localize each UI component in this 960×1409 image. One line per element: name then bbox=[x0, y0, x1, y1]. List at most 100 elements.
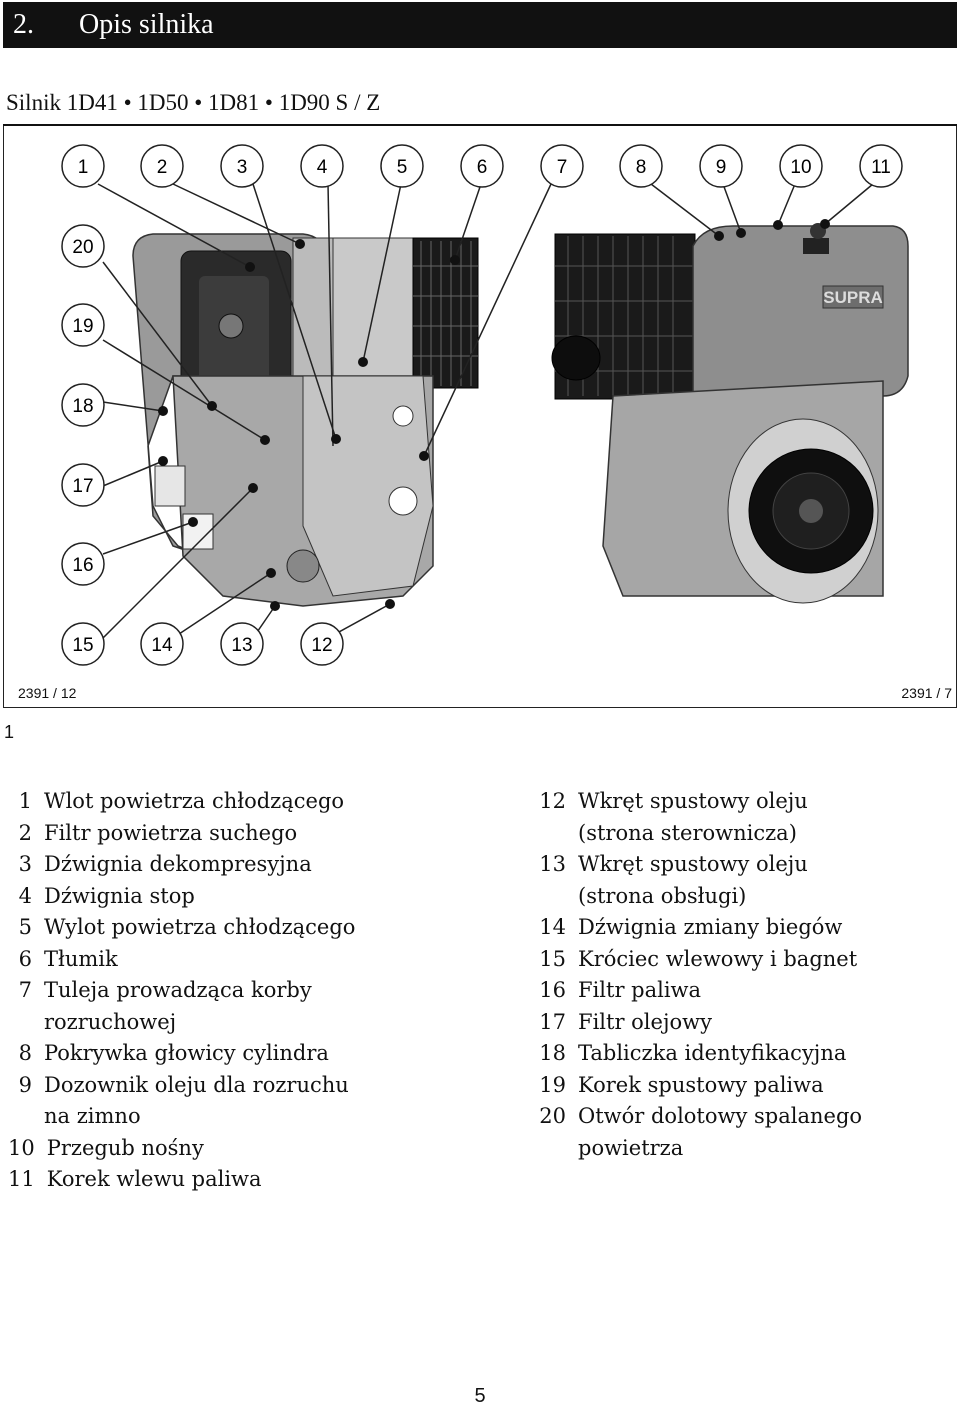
legend-item-text: Otwór dolotowy spalanego powietrza bbox=[578, 1104, 863, 1160]
callout-2: 2 bbox=[140, 144, 184, 188]
legend-item: 15 Króciec wlewowy i bagnet bbox=[536, 944, 956, 976]
legend-item-number: 19 bbox=[539, 1072, 566, 1097]
legend-item-number: 8 bbox=[18, 1041, 32, 1065]
callout-6: 6 bbox=[460, 144, 504, 188]
page-number: 5 bbox=[474, 1385, 486, 1407]
callout-20: 20 bbox=[61, 224, 105, 268]
legend-item: 17 Filtr olejowy bbox=[536, 1007, 956, 1039]
leader-lines bbox=[97, 183, 874, 639]
engine-subtitle: Silnik 1D41 • 1D50 • 1D81 • 1D90 S / Z bbox=[6, 90, 381, 115]
legend-item-number: 6 bbox=[18, 946, 32, 971]
legend-item-number: 5 bbox=[18, 915, 32, 939]
callout-9: 9 bbox=[699, 144, 743, 188]
legend-item-text: Dźwignia stop bbox=[44, 883, 195, 908]
figure-frame bbox=[3, 126, 957, 708]
legend-item: 3 Dźwignia dekompresyjna bbox=[8, 849, 478, 881]
legend-item: 19 Korek spustowy paliwa bbox=[536, 1070, 956, 1102]
svg-text:5: 5 bbox=[397, 157, 408, 178]
callout-7: 7 bbox=[540, 144, 584, 188]
legend-item-text: Wylot powietrza chłodzącego bbox=[44, 915, 356, 939]
svg-text:1: 1 bbox=[78, 157, 89, 178]
legend-item-text: Dźwignia dekompresyjna bbox=[44, 852, 312, 876]
callout-5: 5 bbox=[380, 144, 424, 188]
legend-item-text: Wkręt spustowy oleju (strona obsługi) bbox=[578, 852, 808, 908]
svg-text:18: 18 bbox=[72, 396, 93, 417]
svg-text:12: 12 bbox=[311, 635, 332, 656]
legend-item-text: Króciec wlewowy i bagnet bbox=[578, 946, 858, 971]
legend-item: 5 Wylot powietrza chłodzącego bbox=[8, 912, 478, 944]
legend-item-text: Dozownik oleju dla rozruchu na zimno bbox=[44, 1072, 349, 1129]
svg-text:7: 7 bbox=[557, 157, 568, 178]
legend-item-number: 2 bbox=[18, 820, 32, 845]
callout-8: 8 bbox=[619, 144, 663, 188]
legend-item-number: 13 bbox=[539, 852, 566, 876]
svg-text:9: 9 bbox=[716, 157, 727, 178]
legend-item-text: Filtr paliwa bbox=[578, 978, 702, 1002]
engine-photo-right: SUPRA bbox=[551, 223, 909, 604]
svg-text:19: 19 bbox=[72, 316, 93, 337]
engine-photo-left bbox=[132, 233, 479, 607]
callout-1: 1 bbox=[61, 144, 105, 188]
figure-number: 1 bbox=[4, 722, 15, 742]
svg-text:10: 10 bbox=[790, 157, 811, 178]
callout-3: 3 bbox=[220, 144, 264, 188]
callout-11: 11 bbox=[859, 144, 903, 188]
callout-16: 16 bbox=[61, 542, 105, 586]
legend-item: 8 Pokrywka głowicy cylindra bbox=[8, 1038, 478, 1070]
section-header: 2. Opis silnika bbox=[3, 2, 957, 48]
svg-text:20: 20 bbox=[72, 237, 93, 258]
callout-14: 14 bbox=[140, 622, 184, 666]
legend-item-number: 3 bbox=[18, 852, 32, 876]
callout-4: 4 bbox=[300, 144, 344, 188]
engine-figure: SUPRA 1 bbox=[61, 144, 909, 666]
svg-text:8: 8 bbox=[636, 157, 647, 178]
svg-text:13: 13 bbox=[231, 635, 252, 656]
section-title: Opis silnika bbox=[79, 9, 214, 40]
callout-18: 18 bbox=[61, 383, 105, 427]
callout-13: 13 bbox=[220, 622, 264, 666]
legend-item-number: 4 bbox=[18, 883, 32, 908]
legend-item: 13 Wkręt spustowy oleju (strona obsługi) bbox=[536, 849, 956, 912]
svg-text:16: 16 bbox=[72, 555, 93, 576]
brand-label: SUPRA bbox=[823, 288, 883, 307]
callouts: 1 2 3 4 5 6 7 8 9 10 11 20 19 18 17 16 1… bbox=[61, 144, 903, 666]
callout-17: 17 bbox=[61, 463, 105, 507]
legend-item-text: Korek spustowy paliwa bbox=[578, 1072, 824, 1097]
legend-item-text: Korek wlewu paliwa bbox=[46, 1167, 262, 1191]
legend-item-text: Przegub nośny bbox=[46, 1135, 204, 1160]
callout-12: 12 bbox=[300, 622, 344, 666]
legend-item-text: Filtr olejowy bbox=[578, 1009, 712, 1034]
legend-item-number: 17 bbox=[539, 1009, 566, 1034]
callout-19: 19 bbox=[61, 303, 105, 347]
legend-item: 9 Dozownik oleju dla rozruchu na zimno bbox=[8, 1070, 478, 1133]
legend-item-number: 12 bbox=[539, 789, 566, 813]
legend-item-text: Pokrywka głowicy cylindra bbox=[44, 1041, 329, 1065]
legend-item-number: 15 bbox=[539, 946, 566, 971]
leader-dots bbox=[158, 219, 830, 611]
legend-item-text: Dźwignia zmiany biegów bbox=[578, 915, 843, 939]
svg-text:11: 11 bbox=[871, 157, 891, 178]
svg-text:3: 3 bbox=[237, 157, 248, 178]
legend-item-number: 10 bbox=[8, 1135, 35, 1160]
svg-text:6: 6 bbox=[477, 157, 488, 178]
legend-item-text: Wlot powietrza chłodzącego bbox=[44, 789, 345, 813]
svg-text:14: 14 bbox=[151, 635, 173, 656]
legend-item-text: Tuleja prowadząca korby rozruchowej bbox=[44, 978, 312, 1034]
callout-15: 15 bbox=[61, 622, 105, 666]
legend-item-number: 9 bbox=[18, 1072, 32, 1097]
legend-item: 16 Filtr paliwa bbox=[536, 975, 956, 1007]
legend-item: 2 Filtr powietrza suchego bbox=[8, 818, 478, 850]
legend-item: 10 Przegub nośny bbox=[8, 1133, 478, 1165]
svg-text:17: 17 bbox=[72, 476, 93, 497]
legend-item-number: 16 bbox=[539, 978, 566, 1002]
legend-item-text: Filtr powietrza suchego bbox=[44, 820, 298, 845]
svg-text:15: 15 bbox=[72, 635, 93, 656]
